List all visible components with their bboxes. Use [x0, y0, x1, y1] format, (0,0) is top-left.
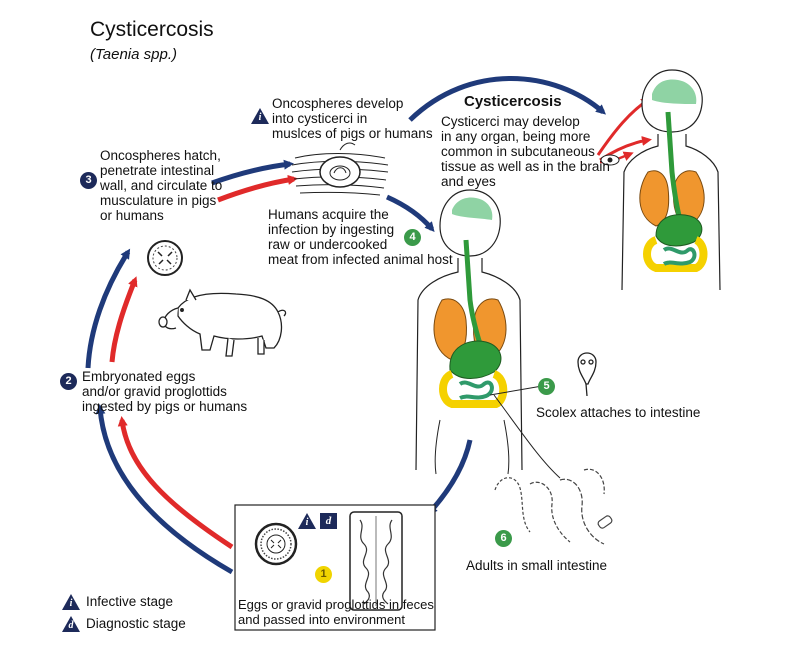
step-3-label: Oncospheres hatch, penetrate intestinal … [100, 148, 222, 223]
cysticercosis-text-line: common in subcutaneous [441, 144, 595, 159]
step-badge-4: 4 [404, 229, 421, 246]
step-2-label-line: ingested by pigs or humans [82, 399, 248, 414]
step-1-label-line: and passed into environment [238, 612, 405, 627]
cysticercosis-text-line: in any organ, being more [441, 129, 591, 144]
arrow-env-to-ingestion-red [117, 416, 234, 550]
legend-infective-icon: i [62, 594, 80, 610]
oncosphere-icon [147, 240, 183, 276]
infective-stage-marker: i [298, 513, 316, 529]
cysticercosis-text: Cysticerci may develop in any organ, bei… [441, 114, 610, 189]
arrow-ingestion-to-hatch-navy [85, 248, 131, 369]
step-3-label-line: penetrate intestinal [100, 163, 215, 178]
cysticercosis-heading: Cysticercosis [464, 93, 562, 110]
arrow-ingestion-to-hatch-red [109, 276, 138, 363]
human-body-icon [600, 69, 721, 291]
arrow-hatch-to-muscle-navy [211, 159, 294, 186]
page-title: Cysticercosis [90, 18, 214, 41]
step-badge-6: 6 [495, 530, 512, 547]
arrow-env-to-ingestion-navy [95, 404, 234, 575]
step-badge-1: 1 [315, 566, 332, 583]
step-2-label-line: and/or gravid proglottids [82, 384, 227, 399]
pig-icon [158, 288, 287, 357]
cysticercosis-text-line: Cysticerci may develop [441, 114, 580, 129]
adult-worm-icon [494, 468, 613, 545]
cysticercosis-text-line: and eyes [441, 174, 496, 189]
step-3-label-line: or humans [100, 208, 164, 223]
legend-diagnostic-label: Diagnostic stage [86, 616, 186, 631]
step-3-label-line: Oncospheres hatch, [100, 148, 221, 163]
scolex-icon [577, 352, 597, 397]
step-5-label: Scolex attaches to intestine [536, 405, 701, 420]
cysticerci-note-line: muslces of pigs or humans [272, 126, 433, 141]
legend-infective-label: Infective stage [86, 594, 174, 609]
step-4-label-line: infection by ingesting [268, 222, 395, 237]
cysticercosis-text-line: tissue as well as in the brain [441, 159, 610, 174]
arrow-hatch-to-muscle-red [217, 174, 298, 203]
step-4-label-line: raw or undercooked [268, 237, 388, 252]
step-4-label: Humans acquire the infection by ingestin… [268, 207, 453, 267]
step-1-label-line: Eggs or gravid proglottids in feces [238, 597, 434, 612]
cysticerci-note-line: Oncospheres develop [272, 96, 404, 111]
diagnostic-stage-marker: d [320, 513, 337, 529]
step-6-label: Adults in small intestine [466, 558, 608, 573]
step-2-label-line: Embryonated eggs [82, 369, 196, 384]
egg-icon [254, 522, 298, 566]
step-4-label-line: Humans acquire the [268, 207, 389, 222]
step-4-label-line: meat from infected animal host [268, 252, 453, 267]
step-badge-3: 3 [80, 172, 97, 189]
human-body-icon [415, 189, 523, 475]
arrow-muscle-to-human [385, 194, 435, 233]
gravid-proglottid-icon [349, 511, 403, 611]
step-3-label-line: wall, and circulate to [100, 178, 223, 193]
cysticerci-note-line: into cysticerci in [272, 111, 368, 126]
step-2-label: Embryonated eggs and/or gravid proglotti… [82, 369, 247, 414]
muscle-cysticercus-icon [291, 142, 389, 196]
step-1-label: Eggs or gravid proglottids in feces and … [238, 597, 434, 627]
legend-diagnostic-icon: d [62, 616, 80, 632]
step-badge-2: 2 [60, 373, 77, 390]
step-3-label-line: musculature in pigs [100, 193, 217, 208]
page-subtitle: (Taenia spp.) [90, 46, 177, 63]
environment-box [234, 504, 436, 631]
step-badge-5: 5 [538, 378, 555, 395]
infective-stage-marker: i [251, 108, 269, 124]
cysticerci-note: Oncospheres develop into cysticerci in m… [272, 96, 433, 141]
arrow-to-cysticercosis [408, 76, 607, 122]
pointer-line-adult [493, 394, 561, 479]
